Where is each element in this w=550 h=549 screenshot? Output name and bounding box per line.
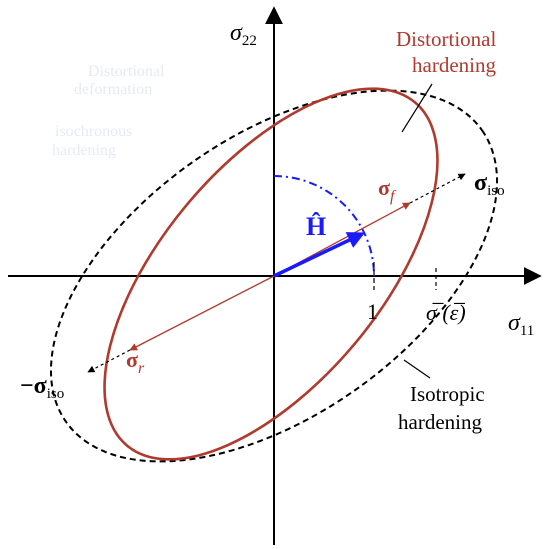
unit-label: 1 [367,299,378,324]
distortional-leader [401,83,433,133]
unit-arc [273,175,375,277]
ghost-text: Distortional deformation isochronous har… [52,63,165,159]
distortional-label-line1: Distortional [396,27,496,51]
distortional-surface [103,87,439,461]
sigma11-label: σ11 [508,310,534,339]
distortional-label-line2: hardening [412,53,496,77]
sigma-r-label: σr [126,347,145,377]
sigma-iso-label: σiso [474,170,505,199]
isotropic-surface [49,89,499,463]
H-hat-vector [273,232,366,278]
isotropic-leader [403,359,431,379]
svg-text:Distortional: Distortional [88,63,165,80]
svg-text:isochronous: isochronous [55,123,132,140]
isotropic-label-line2: hardening [398,410,482,434]
sigma-r-vector [129,275,275,351]
sigma-iso-dotted [409,173,466,204]
H-hat-label: Ĥ [306,212,326,241]
neg-sigma-iso-dotted [87,349,131,373]
svg-text:deformation: deformation [74,81,152,98]
neg-sigma-iso-label: −σiso [20,373,64,402]
sigma-f-label: σf [378,175,397,205]
isotropic-label-line1: Isotropic [410,382,485,406]
sigma22-label: σ22 [230,20,257,49]
svg-text:hardening: hardening [52,142,116,159]
sigma-bar-eps-label: σ̅ (ε̅) [426,300,466,325]
